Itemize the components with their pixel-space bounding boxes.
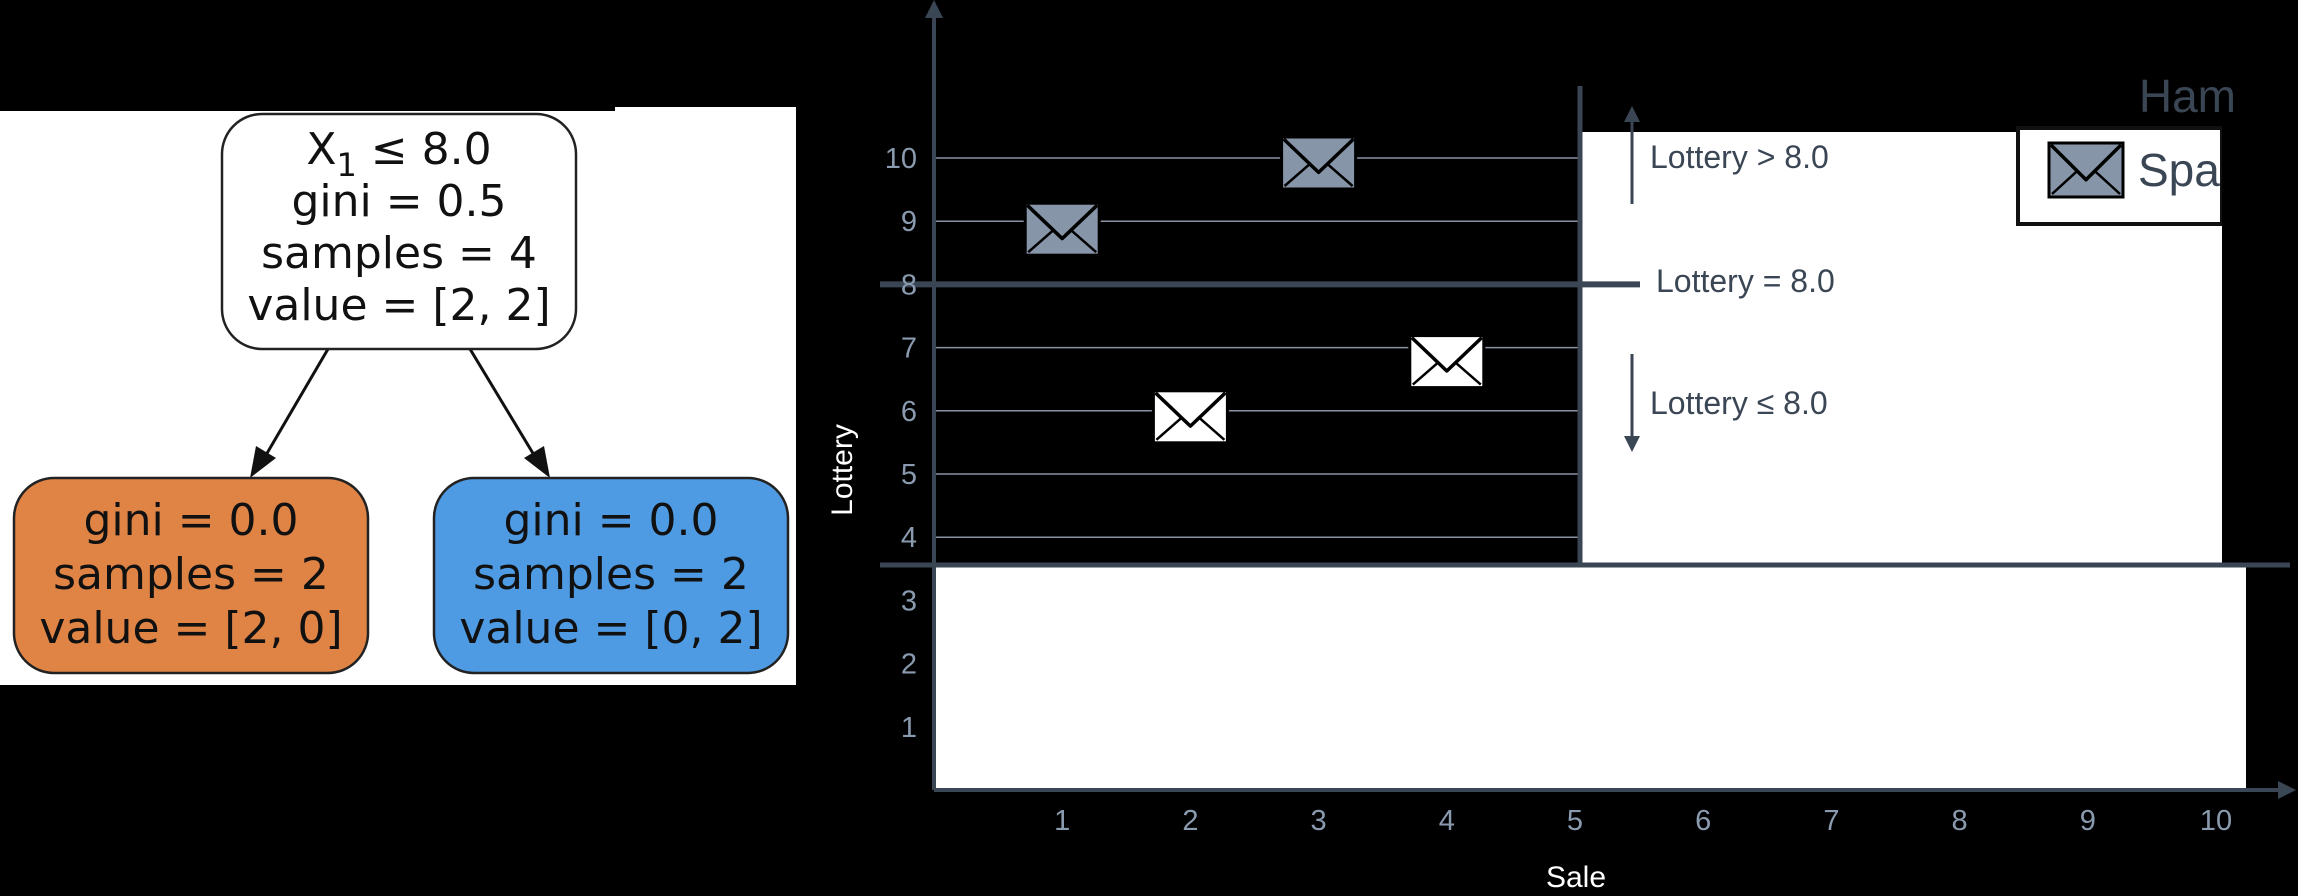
root-samples: samples = 4: [261, 228, 537, 279]
envelope-flap: [1282, 137, 1355, 175]
envelope-fold: [1070, 229, 1098, 254]
envelope-flap: [1410, 336, 1484, 373]
ham-point-envelope-icon: [1151, 389, 1229, 445]
y-tick-label: 7: [901, 333, 917, 365]
arrowhead-left: [250, 446, 276, 478]
root-condition: X1 ≤ 8.0: [306, 124, 491, 184]
envelope-body: [1151, 389, 1229, 445]
right-gini: gini = 0.0: [503, 495, 718, 546]
x-tick-label: 5: [1567, 805, 1583, 837]
spam-point-envelope-icon: [1023, 201, 1101, 257]
root-condition-subscript: 1: [336, 146, 356, 184]
root-node: X1 ≤ 8.0 gini = 0.5 samples = 4 value = …: [220, 112, 578, 351]
x-tick-label: 1: [1054, 805, 1070, 837]
x-tick-label: 2: [1182, 805, 1198, 837]
y-tick-label: 3: [901, 585, 917, 617]
decision-tree: X1 ≤ 8.0 gini = 0.5 samples = 4 value = …: [0, 107, 796, 685]
envelope-fold: [1411, 361, 1439, 386]
lower-region-background: [934, 565, 2246, 790]
x-tick-label: 6: [1695, 805, 1711, 837]
right-leaf-node: gini = 0.0 samples = 2 value = [0, 2]: [432, 476, 790, 675]
x-tick-label: 8: [1952, 805, 1968, 837]
envelope-fold: [1027, 229, 1055, 254]
envelope-body: [1408, 334, 1486, 390]
x-tick-label: 9: [2080, 805, 2096, 837]
below-arrow-head: [1624, 436, 1640, 452]
envelope-fold: [2094, 170, 2121, 195]
left-value: value = [2, 0]: [39, 603, 342, 654]
tree-top-mask: [0, 107, 615, 111]
x-tick-label: 3: [1311, 805, 1327, 837]
arrowhead-right: [524, 446, 550, 478]
left-leaf-box: [12, 476, 370, 675]
y-tick-label: 2: [901, 649, 917, 681]
y-axis-arrowhead: [925, 0, 943, 18]
y-tick-label: 4: [901, 522, 917, 554]
y-axis-title: Lottery: [826, 424, 859, 516]
left-leaf-node: gini = 0.0 samples = 2 value = [2, 0]: [12, 476, 370, 675]
root-gini: gini = 0.5: [291, 176, 506, 227]
x-tick-label: 10: [2200, 805, 2232, 837]
left-gini: gini = 0.0: [83, 495, 298, 546]
y-tick-label: 5: [901, 459, 917, 491]
root-node-box: [220, 112, 578, 351]
y-tick-label: 10: [885, 143, 917, 175]
envelope-flap: [2049, 143, 2123, 182]
envelope-flap: [1025, 203, 1099, 241]
envelope-fold: [1155, 416, 1183, 441]
x-axis-title: Sale: [1546, 861, 1606, 894]
envelope-body: [1023, 201, 1101, 257]
root-value: value = [2, 2]: [247, 280, 550, 331]
envelope-fold: [1454, 361, 1482, 386]
y-tick-label: 8: [901, 269, 917, 301]
legend-ham-label: Ham: [2139, 70, 2236, 122]
left-samples: samples = 2: [53, 549, 329, 600]
right-value: value = [0, 2]: [459, 603, 762, 654]
legend-spam-envelope-icon: [2047, 141, 2125, 199]
legend-clip-mask: [2222, 120, 2298, 232]
envelope-fold: [1326, 163, 1354, 187]
y-tick-label: 6: [901, 396, 917, 428]
annotation-below: Lottery ≤ 8.0: [1650, 385, 1828, 421]
x-axis-arrowhead: [2278, 781, 2296, 799]
edge-left: [264, 348, 330, 456]
above-arrow-head: [1624, 106, 1640, 122]
ham-point-envelope-icon: [1408, 334, 1486, 390]
envelope-fold: [1283, 163, 1311, 187]
split-label: Lottery = 8.0: [1656, 263, 1835, 299]
right-leaf-box: [432, 476, 790, 675]
y-tick-label: 1: [901, 712, 917, 744]
envelope-body: [1280, 135, 1358, 191]
annotation-above: Lottery > 8.0: [1650, 139, 1829, 175]
envelope-body: [2047, 141, 2125, 199]
spam-point-envelope-icon: [1280, 135, 1358, 191]
x-tick-label: 4: [1439, 805, 1455, 837]
envelope-flap: [1154, 391, 1227, 428]
x-tick-label: 7: [1823, 805, 1839, 837]
y-tick-label: 9: [901, 206, 917, 238]
envelope-fold: [2051, 170, 2078, 195]
edge-right: [468, 348, 536, 456]
right-samples: samples = 2: [473, 549, 749, 600]
envelope-fold: [1198, 416, 1226, 441]
